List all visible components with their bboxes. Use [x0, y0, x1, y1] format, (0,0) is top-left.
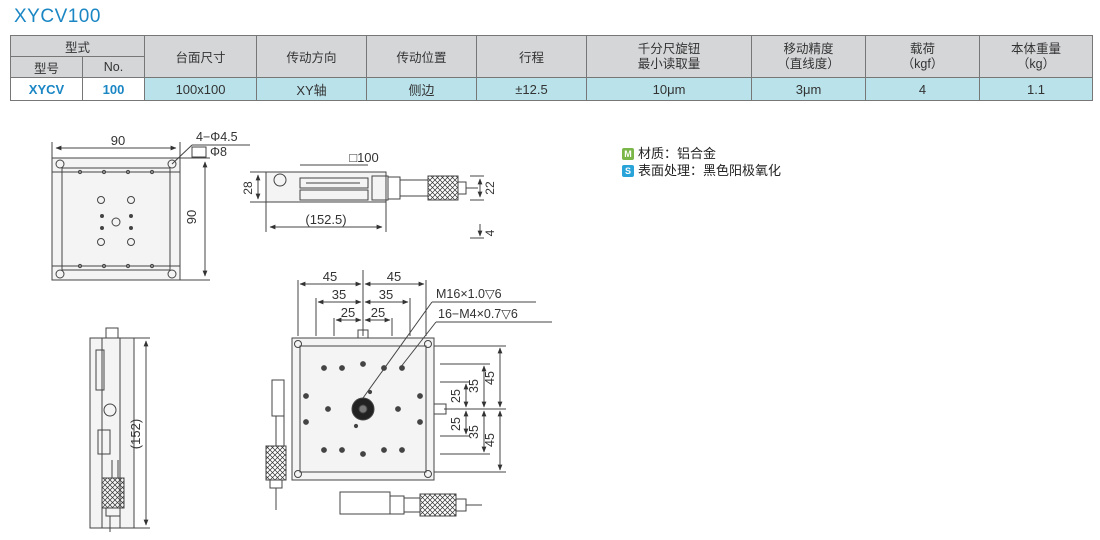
header-weight: 本体重量（kg）	[979, 35, 1094, 78]
dim-top-width: 90	[111, 133, 125, 148]
main-view	[265, 270, 552, 517]
dim-front-h4: 4	[483, 229, 497, 236]
dim-front-length: (152.5)	[305, 212, 346, 227]
cell-stroke: ±12.5	[476, 77, 588, 101]
header-accuracy: 移动精度（直线度）	[751, 35, 867, 78]
cell-drive-direction: XY轴	[256, 77, 368, 101]
cell-table-size: 100x100	[144, 77, 258, 101]
header-weight-line1: 本体重量	[1011, 41, 1062, 56]
material-note: M 材质：铝合金	[622, 146, 781, 162]
header-micrometer: 千分尺旋钮最小读取量	[586, 35, 753, 78]
cell-no: 100	[81, 77, 146, 101]
front-view	[250, 164, 484, 239]
header-micrometer-line2: 最小读取量	[637, 56, 701, 71]
material-notes: M 材质：铝合金 S 表面处理：黑色阳极氧化	[622, 146, 781, 180]
cell-accuracy: 3μm	[751, 77, 867, 101]
spec-table: 型式 台面尺寸 传动方向 传动位置 行程 千分尺旋钮最小读取量 移动精度（直线度…	[9, 35, 1094, 101]
cell-micrometer: 10μm	[586, 77, 753, 101]
surface-badge-icon: S	[622, 165, 634, 177]
dim-main-r35b: 35	[467, 425, 481, 439]
header-micrometer-line1: 千分尺旋钮	[637, 41, 701, 56]
cell-model: XYCV	[10, 77, 83, 101]
header-accuracy-line2: （直线度）	[777, 56, 840, 71]
dim-front-table: □100	[349, 150, 379, 165]
cell-weight: 1.1	[979, 77, 1094, 101]
header-accuracy-line1: 移动精度	[783, 41, 834, 56]
dim-main-25a: 25	[341, 305, 355, 320]
header-type-group: 型式	[9, 35, 146, 57]
header-load-line1: 载荷	[910, 41, 936, 56]
dim-main-r45a: 45	[483, 371, 497, 385]
page-title: XYCV100	[14, 6, 101, 27]
dim-front-h28: 28	[241, 181, 255, 195]
dim-main-25b: 25	[371, 305, 385, 320]
top-view	[51, 142, 250, 281]
dim-side-length: (152)	[128, 419, 143, 449]
surface-text: 表面处理：黑色阳极氧化	[638, 163, 782, 178]
dim-main-thread2: 16−M4×0.7▽6	[438, 307, 518, 321]
header-drive-direction: 传动方向	[256, 35, 368, 78]
dim-main-thread1: M16×1.0▽6	[436, 287, 502, 301]
material-text: 材质：铝合金	[638, 146, 717, 161]
dim-main-35a: 35	[332, 287, 346, 302]
dim-main-r25a: 25	[449, 389, 463, 403]
side-view	[89, 327, 150, 532]
dim-top-height: 90	[184, 210, 199, 224]
cell-drive-position: 侧边	[366, 77, 478, 101]
header-weight-line2: （kg）	[1016, 56, 1056, 71]
dim-main-r25b: 25	[449, 417, 463, 431]
dim-top-counterbore: Φ8	[210, 145, 227, 159]
dim-main-45a: 45	[323, 269, 337, 284]
header-load-line2: （kgf）	[901, 56, 944, 71]
surface-note: S 表面处理：黑色阳极氧化	[622, 163, 781, 179]
header-drive-position: 传动位置	[366, 35, 478, 78]
table-row: XYCV 100 100x100 XY轴 侧边 ±12.5 10μm 3μm 4…	[10, 77, 1094, 101]
cell-load: 4	[865, 77, 981, 101]
dim-main-35b: 35	[379, 287, 393, 302]
dim-main-r45b: 45	[483, 433, 497, 447]
header-table-size: 台面尺寸	[144, 35, 258, 78]
dim-top-hole: 4−Φ4.5	[196, 130, 238, 144]
dim-main-r35a: 35	[467, 379, 481, 393]
material-badge-icon: M	[622, 148, 634, 160]
header-load: 载荷（kgf）	[865, 35, 981, 78]
dim-main-45b: 45	[387, 269, 401, 284]
header-model: 型号	[10, 56, 83, 78]
dim-front-h22: 22	[483, 181, 497, 195]
